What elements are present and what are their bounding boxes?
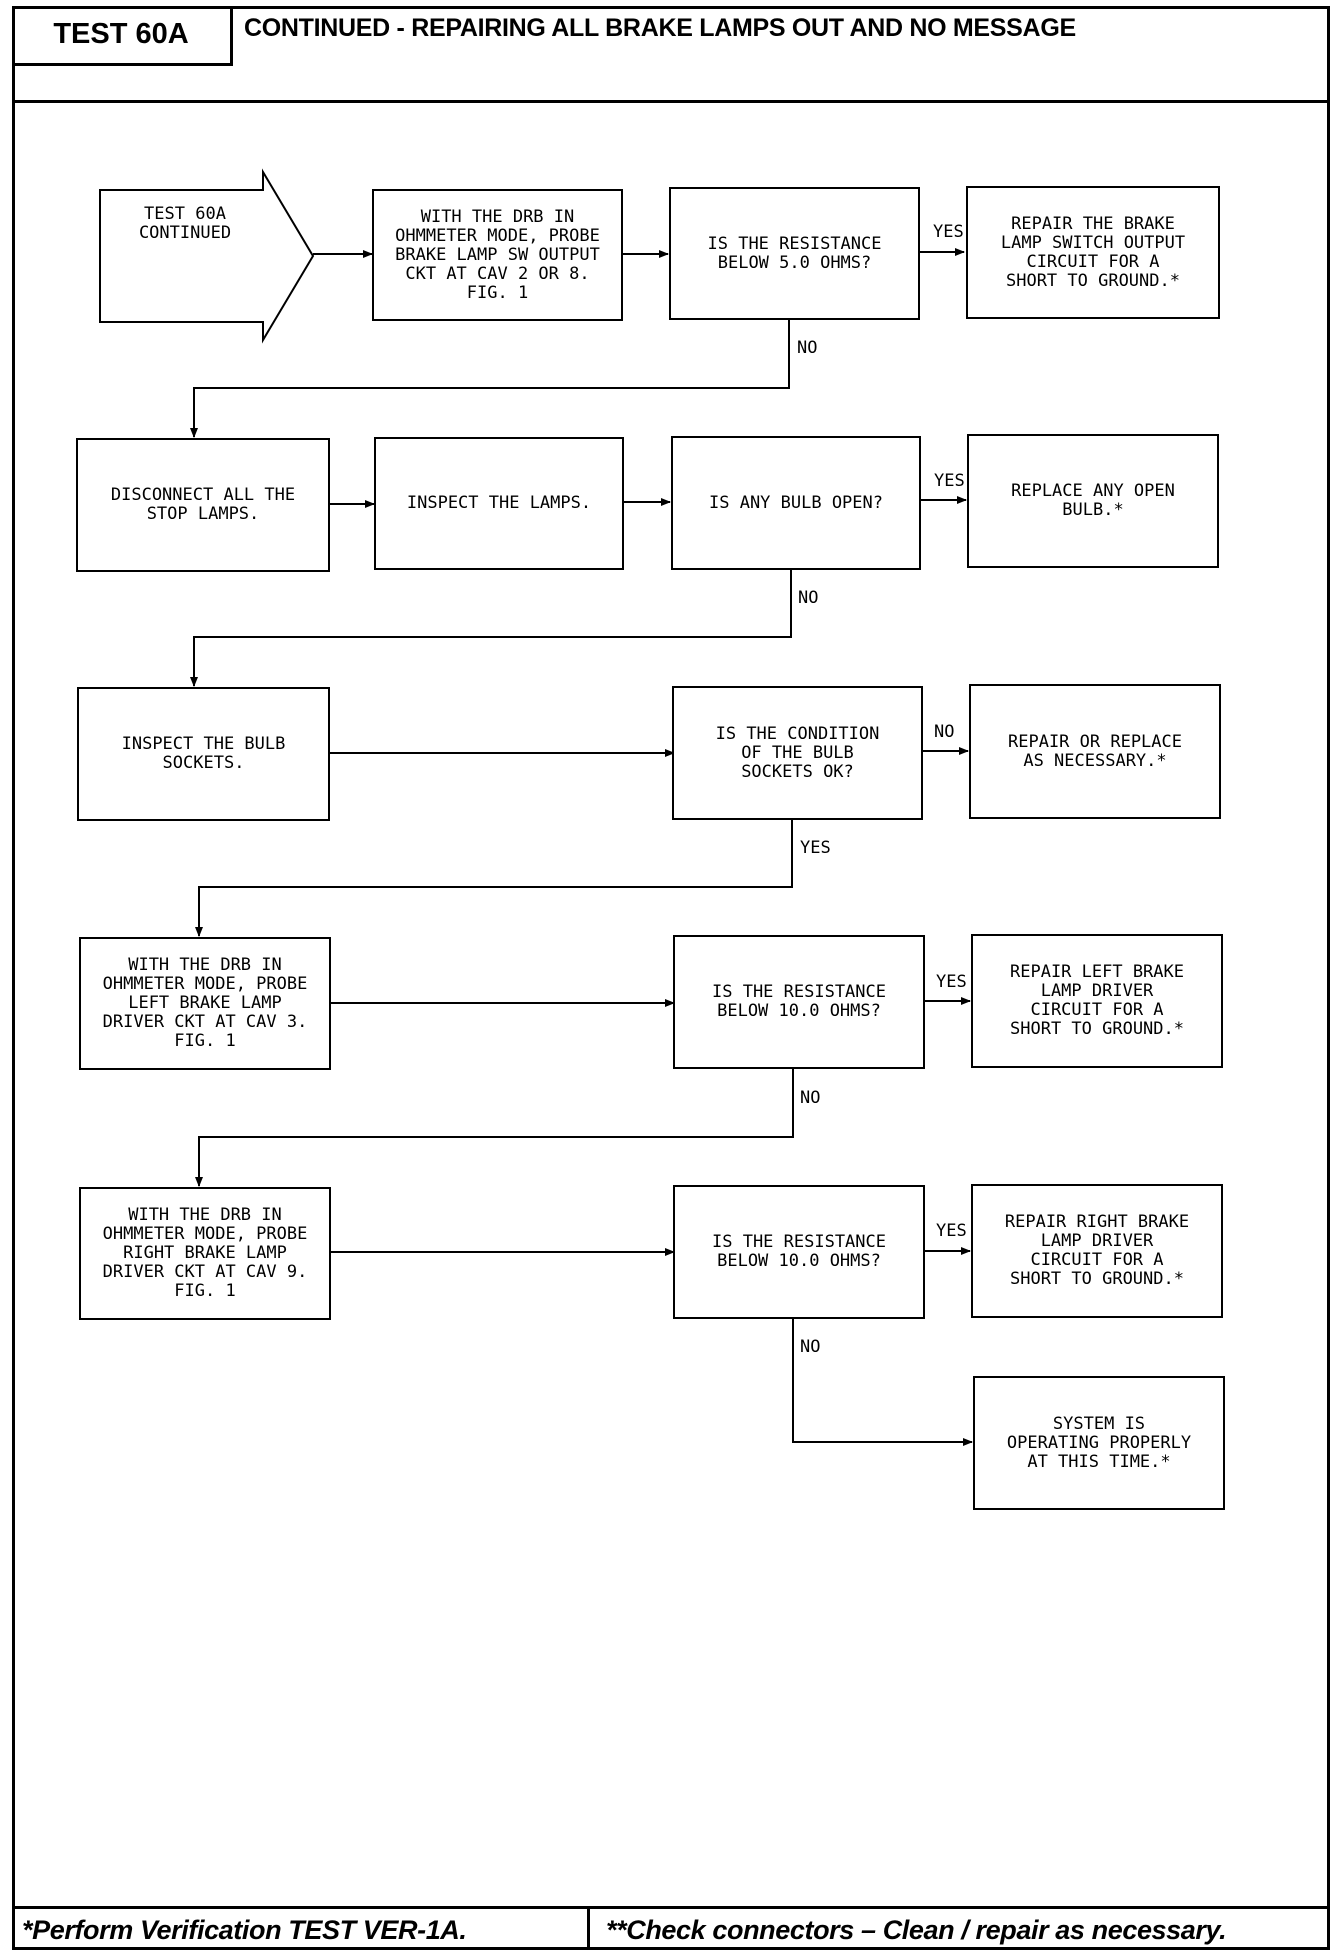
footer-divider: [12, 1906, 1330, 1909]
disconnect-stop-lamps-box: DISCONNECT ALL THE STOP LAMPS.: [76, 438, 330, 572]
yes-label-5: YES: [936, 1221, 967, 1241]
repair-right-driver-box: REPAIR RIGHT BRAKE LAMP DRIVER CIRCUIT F…: [971, 1184, 1223, 1318]
test-label: TEST 60A: [12, 6, 233, 66]
no-label-4: NO: [800, 1088, 821, 1108]
repair-left-driver-box: REPAIR LEFT BRAKE LAMP DRIVER CIRCUIT FO…: [971, 934, 1223, 1068]
page-title: CONTINUED - REPAIRING ALL BRAKE LAMPS OU…: [244, 14, 1076, 42]
footer-verification-note: *Perform Verification TEST VER-1A.: [22, 1914, 467, 1945]
repair-sockets-box: REPAIR OR REPLACE AS NECESSARY.*: [969, 684, 1221, 819]
header-divider: [12, 100, 1330, 103]
start-arrow-shape: [99, 168, 315, 344]
resistance-10-ohms-right-decision: IS THE RESISTANCE BELOW 10.0 OHMS?: [673, 1185, 925, 1319]
yes-label-4: YES: [936, 972, 967, 992]
inspect-sockets-box: INSPECT THE BULB SOCKETS.: [77, 687, 330, 821]
no-label-5: NO: [800, 1337, 821, 1357]
start-arrow-label: TEST 60A CONTINUED: [138, 204, 232, 243]
yes-label-3: YES: [800, 838, 831, 858]
yes-label-1: YES: [933, 222, 964, 242]
footer-separator: [587, 1906, 590, 1950]
yes-label-2: YES: [934, 471, 965, 491]
system-ok-box: SYSTEM IS OPERATING PROPERLY AT THIS TIM…: [973, 1376, 1225, 1510]
resistance-5-ohms-decision: IS THE RESISTANCE BELOW 5.0 OHMS?: [669, 187, 920, 320]
no-label-2: NO: [798, 588, 819, 608]
repair-switch-output-box: REPAIR THE BRAKE LAMP SWITCH OUTPUT CIRC…: [966, 186, 1220, 319]
probe-switch-output-box: WITH THE DRB IN OHMMETER MODE, PROBE BRA…: [372, 189, 623, 321]
probe-right-driver-box: WITH THE DRB IN OHMMETER MODE, PROBE RIG…: [79, 1187, 331, 1320]
sockets-ok-decision: IS THE CONDITION OF THE BULB SOCKETS OK?: [672, 686, 923, 820]
bulb-open-decision: IS ANY BULB OPEN?: [671, 436, 921, 570]
resistance-10-ohms-left-decision: IS THE RESISTANCE BELOW 10.0 OHMS?: [673, 935, 925, 1069]
page-frame: [12, 6, 1330, 1950]
replace-bulb-box: REPLACE ANY OPEN BULB.*: [967, 434, 1219, 568]
footer-connectors-note: **Check connectors – Clean / repair as n…: [606, 1914, 1227, 1945]
no-label-1: NO: [797, 338, 818, 358]
no-label-3: NO: [934, 722, 955, 742]
inspect-lamps-box: INSPECT THE LAMPS.: [374, 437, 624, 570]
probe-left-driver-box: WITH THE DRB IN OHMMETER MODE, PROBE LEF…: [79, 937, 331, 1070]
